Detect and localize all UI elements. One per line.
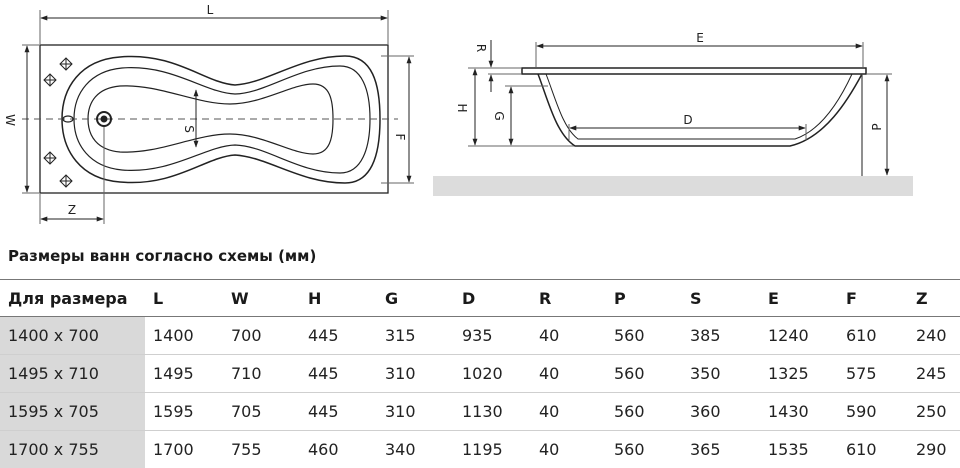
table-row: 1700 x 755 1700 755 460 340 1195 40 560 …: [0, 431, 960, 468]
size-cell: 1400 x 700: [0, 317, 145, 355]
table-cell: 590: [838, 393, 908, 431]
table-cell: 40: [531, 431, 606, 468]
column-header: H: [300, 280, 377, 317]
table-cell: 1020: [454, 355, 531, 393]
dimensions-table: Для размера L W H G D R P S E F Z 1400 x…: [0, 279, 960, 468]
table-cell: 365: [682, 431, 760, 468]
size-cell: 1700 x 755: [0, 431, 145, 468]
size-cell: 1495 x 710: [0, 355, 145, 393]
column-header: S: [682, 280, 760, 317]
table-cell: 705: [223, 393, 300, 431]
bathtub-dimension-drawings: L W S F Z: [0, 0, 960, 240]
table-header-row: Для размера L W H G D R P S E F Z: [0, 280, 960, 317]
table-cell: 460: [300, 431, 377, 468]
table-cell: 250: [908, 393, 960, 431]
label-w: W: [3, 114, 17, 126]
dimension-g: [505, 86, 548, 145]
column-header: F: [838, 280, 908, 317]
table-cell: 40: [531, 355, 606, 393]
column-header: Z: [908, 280, 960, 317]
label-s: S: [182, 125, 196, 133]
table-cell: 755: [223, 431, 300, 468]
label-f: F: [393, 134, 407, 141]
table-cell: 710: [223, 355, 300, 393]
label-z: Z: [68, 203, 76, 217]
table-cell: 1495: [145, 355, 223, 393]
label-r: R: [474, 44, 488, 52]
table-cell: 240: [908, 317, 960, 355]
table-heading: Размеры ванн согласно схемы (мм): [8, 247, 316, 265]
table-cell: 1595: [145, 393, 223, 431]
label-d: D: [683, 113, 692, 127]
table-row: 1595 x 705 1595 705 445 310 1130 40 560 …: [0, 393, 960, 431]
label-l: L: [207, 3, 214, 17]
floor: [433, 176, 913, 196]
size-cell: 1595 x 705: [0, 393, 145, 431]
table-cell: 245: [908, 355, 960, 393]
table-cell: 445: [300, 355, 377, 393]
table-cell: 1195: [454, 431, 531, 468]
table-cell: 310: [377, 393, 454, 431]
table-cell: 340: [377, 431, 454, 468]
table-cell: 1430: [760, 393, 838, 431]
column-header: E: [760, 280, 838, 317]
table-row: 1495 x 710 1495 710 445 310 1020 40 560 …: [0, 355, 960, 393]
tub-rim-profile: [522, 68, 866, 74]
table-cell: 350: [682, 355, 760, 393]
dimension-l: [40, 10, 388, 44]
table-cell: 290: [908, 431, 960, 468]
label-g: G: [492, 111, 506, 120]
column-header: D: [454, 280, 531, 317]
table-cell: 40: [531, 317, 606, 355]
table-cell: 560: [606, 431, 682, 468]
tub-body-outer: [538, 74, 862, 146]
table-cell: 310: [377, 355, 454, 393]
column-header: W: [223, 280, 300, 317]
table-cell: 445: [300, 393, 377, 431]
label-h: H: [455, 103, 469, 112]
column-header: G: [377, 280, 454, 317]
column-header: R: [531, 280, 606, 317]
dimension-e: [536, 42, 863, 67]
dimension-r: [488, 40, 521, 92]
table-cell: 1240: [760, 317, 838, 355]
label-p: P: [870, 123, 884, 130]
column-header: Для размера: [0, 280, 145, 317]
table-cell: 1535: [760, 431, 838, 468]
table-cell: 1325: [760, 355, 838, 393]
column-header: L: [145, 280, 223, 317]
table-cell: 1400: [145, 317, 223, 355]
table-cell: 935: [454, 317, 531, 355]
table-row: 1400 x 700 1400 700 445 315 935 40 560 3…: [0, 317, 960, 355]
table-cell: 40: [531, 393, 606, 431]
table-cell: 560: [606, 355, 682, 393]
table-cell: 575: [838, 355, 908, 393]
top-view: [22, 10, 414, 224]
label-e: E: [696, 31, 704, 45]
table-cell: 700: [223, 317, 300, 355]
table-cell: 445: [300, 317, 377, 355]
column-header: P: [606, 280, 682, 317]
table-cell: 1700: [145, 431, 223, 468]
table-cell: 360: [682, 393, 760, 431]
table-cell: 385: [682, 317, 760, 355]
table-cell: 610: [838, 431, 908, 468]
table-cell: 1130: [454, 393, 531, 431]
table-cell: 610: [838, 317, 908, 355]
table-cell: 560: [606, 317, 682, 355]
table-cell: 560: [606, 393, 682, 431]
table-cell: 315: [377, 317, 454, 355]
